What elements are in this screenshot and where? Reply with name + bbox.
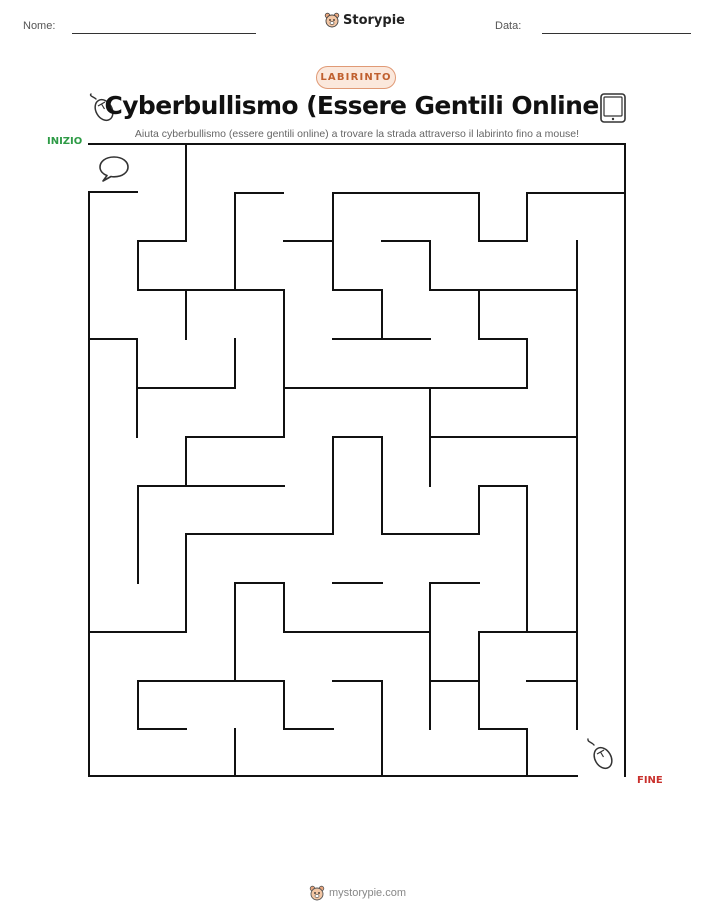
- start-label: INIZIO: [47, 136, 83, 147]
- puzzle-type-badge: LABIRINTO: [316, 66, 396, 89]
- computer-mouse-icon: [89, 93, 114, 122]
- end-label: FINE: [637, 775, 663, 786]
- storypie-bear-icon: [324, 12, 340, 28]
- tablet-icon: [600, 93, 626, 123]
- storypie-bear-icon: [309, 885, 325, 901]
- instructions: Aiuta cyberbullismo (essere gentili onli…: [134, 128, 580, 140]
- brand-logo: Storypie: [324, 12, 405, 28]
- footer-site[interactable]: mystorypie.com: [329, 887, 407, 899]
- footer: mystorypie.com: [309, 885, 406, 901]
- maze-walls: [88, 143, 626, 777]
- page-title: Cyberbullismo (Essere Gentili Online): [104, 91, 610, 120]
- name-line: [72, 33, 256, 34]
- date-label: Data:: [495, 20, 522, 32]
- speech-bubble-icon: [99, 156, 129, 182]
- brand-name: Storypie: [343, 12, 405, 28]
- computer-mouse-icon: [587, 738, 613, 770]
- date-line: [542, 33, 691, 34]
- name-label: Nome:: [23, 20, 56, 32]
